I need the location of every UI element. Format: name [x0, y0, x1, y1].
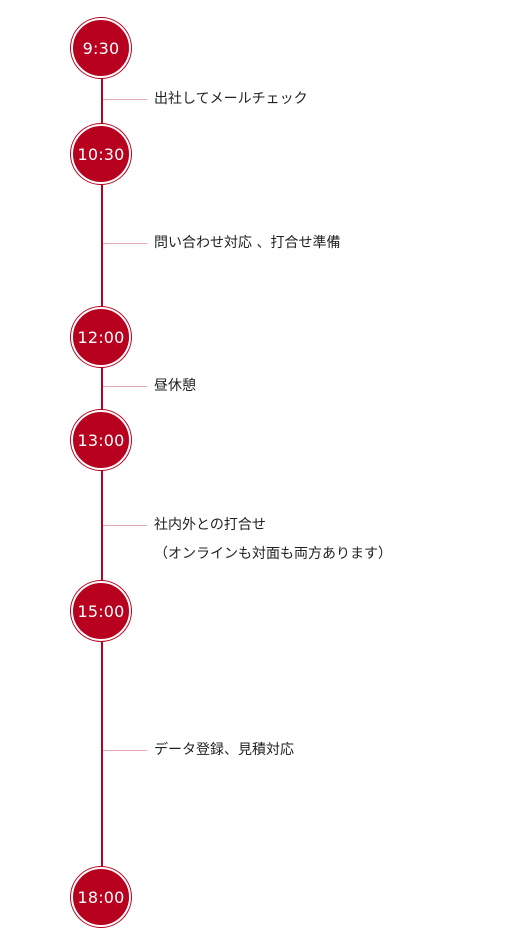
time-node-0930: 9:30 — [71, 18, 131, 78]
time-node-1800: 18:00 — [71, 867, 131, 927]
event-label: 問い合わせ対応 、打合せ準備 — [154, 235, 341, 251]
event-connector — [103, 243, 147, 244]
schedule-event: 社内外との打合せ （オンラインも対面も両方あります） — [103, 515, 392, 565]
event-sub-label: （オンラインも対面も両方あります） — [154, 546, 392, 562]
event-text: 社内外との打合せ （オンラインも対面も両方あります） — [154, 515, 392, 565]
event-label: 昼休憩 — [154, 378, 196, 394]
time-node-1500: 15:00 — [71, 581, 131, 641]
time-label: 12:00 — [77, 327, 125, 347]
timeline-axis — [101, 48, 103, 898]
time-node-1030: 10:30 — [71, 124, 131, 184]
event-connector — [103, 99, 147, 100]
time-label: 13:00 — [77, 430, 125, 450]
time-label: 15:00 — [77, 601, 125, 621]
schedule-event: データ登録、見積対応 — [103, 740, 294, 761]
event-label: データ登録、見積対応 — [154, 742, 294, 758]
event-connector — [103, 750, 147, 751]
event-label: 社内外との打合せ — [154, 517, 266, 533]
event-text: データ登録、見積対応 — [154, 740, 294, 761]
event-text: 昼休憩 — [154, 376, 196, 397]
event-connector — [103, 386, 147, 387]
event-text: 出社してメールチェック — [154, 89, 308, 110]
event-connector — [103, 525, 147, 526]
event-text: 問い合わせ対応 、打合せ準備 — [154, 233, 340, 254]
time-node-1300: 13:00 — [71, 410, 131, 470]
schedule-event: 昼休憩 — [103, 376, 196, 397]
schedule-event: 問い合わせ対応 、打合せ準備 — [103, 233, 340, 254]
time-node-1200: 12:00 — [71, 307, 131, 367]
time-label: 18:00 — [77, 887, 125, 907]
event-label: 出社してメールチェック — [154, 91, 308, 107]
time-label: 10:30 — [77, 144, 125, 164]
time-label: 9:30 — [82, 38, 120, 58]
schedule-event: 出社してメールチェック — [103, 89, 308, 110]
